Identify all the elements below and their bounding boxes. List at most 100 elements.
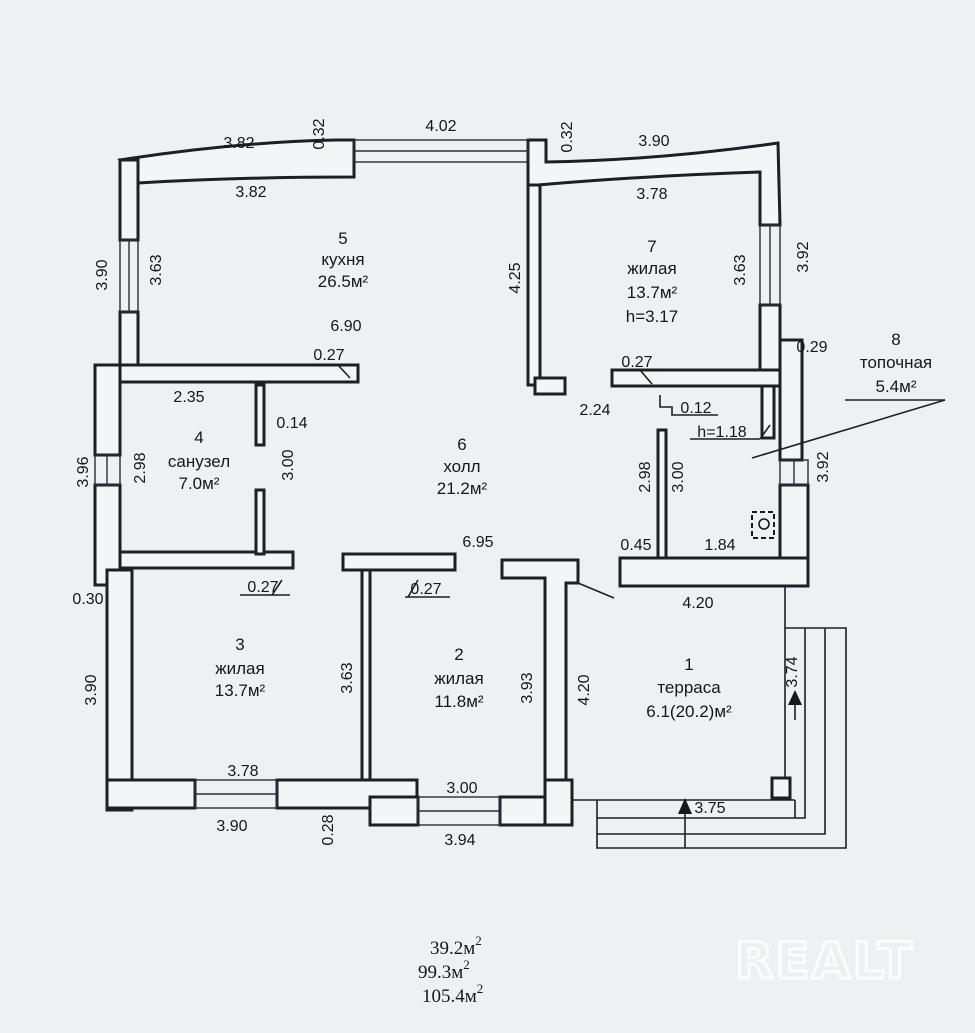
dim-top-wall-left: 0.32 (311, 118, 328, 149)
wall-room7-bottom (610, 368, 784, 388)
dim-hall-partition: 4.25 (507, 262, 524, 293)
wall-hall-stub (533, 376, 567, 396)
dim-boiler-height: h=1.18 (697, 424, 746, 441)
room-1-number: 1 (684, 655, 693, 674)
dim-room2-door: 0.27 (410, 581, 441, 598)
dim-kitchen-depth: 6.90 (330, 318, 361, 335)
room-5-number: 5 (338, 229, 347, 248)
wall-room2-top (341, 552, 457, 572)
room-7-area: 13.7м² (627, 283, 678, 302)
dim-room7-inner-width: 3.78 (636, 186, 667, 203)
dim-top-wall-right: 0.32 (559, 121, 576, 152)
room-8-name: топочная (860, 353, 932, 372)
dim-top-right-outer: 3.90 (638, 133, 669, 150)
room-labels: 5 кухня 26.5м² 7 жилая 13.7м² h=3.17 8 т… (168, 229, 932, 721)
room-6-number: 6 (457, 435, 466, 454)
dim-kitchen-door: 0.27 (313, 347, 344, 364)
room-4-number: 4 (194, 428, 203, 447)
room-8-area: 5.4м² (876, 377, 917, 396)
dim-room7-inner-height: 3.63 (732, 254, 749, 285)
wall-left-upper (118, 158, 140, 242)
wall-bath-bottom (118, 550, 295, 570)
room-2-area: 11.8м² (434, 692, 484, 711)
room-3-number: 3 (235, 635, 244, 654)
dim-left-outer-top: 3.90 (94, 259, 111, 290)
wall-left-lower (105, 568, 134, 812)
dim-room3-door: 0.27 (247, 579, 278, 596)
dim-bath-width: 2.35 (173, 389, 204, 406)
room-6-name: холл (443, 457, 480, 476)
dim-bath-height: 2.98 (132, 452, 149, 483)
dim-bath-partition: 0.14 (276, 415, 307, 432)
dim-boiler-inner-height: 2.98 (637, 461, 654, 492)
dim-room7-door: 0.27 (621, 354, 652, 371)
wall-bottom-left (105, 778, 197, 810)
wall-room2-left (360, 568, 372, 782)
terrace-post (770, 776, 792, 800)
room-3-name: жилая (215, 659, 264, 678)
dimensions-horizontal: 3.82 4.02 3.90 3.82 3.78 6.90 0.27 0.27 … (72, 118, 827, 849)
dim-terrace-side: 3.74 (784, 656, 801, 687)
dim-boiler-door: 0.45 (620, 537, 651, 554)
room-7-number: 7 (647, 237, 656, 256)
total-line-1: 39.2м2 (430, 933, 482, 959)
room-2-name: жилая (434, 669, 483, 688)
room-6-area: 21.2м² (437, 479, 488, 498)
total-line-3: 105.4м2 (422, 981, 483, 1007)
wall-bath-partition-upper (254, 383, 266, 447)
room-5-name: кухня (321, 250, 364, 269)
dim-left-outer-mid: 3.96 (75, 456, 92, 487)
dim-bottom-wall: 0.28 (320, 814, 337, 845)
room-1-name: терраса (657, 678, 721, 697)
wall-bottom-room2-right (543, 778, 574, 827)
wall-bottom-room2 (368, 795, 420, 827)
dim-room3-inner-width: 3.78 (227, 763, 258, 780)
room-7-height: h=3.17 (626, 307, 678, 326)
dim-bottom-mid-outer: 3.94 (444, 832, 475, 849)
room-2-number: 2 (454, 645, 463, 664)
area-totals: 39.2м2 99.3м2 105.4м2 (418, 933, 483, 1007)
dim-right-wall: 0.29 (796, 339, 827, 356)
dim-bottom-left-outer: 3.90 (216, 818, 247, 835)
room-7-name: жилая (627, 259, 676, 278)
dim-right-outer-top: 3.92 (795, 241, 812, 272)
dim-boiler-inner-height2: 3.00 (670, 461, 687, 492)
dim-boiler-niche: 0.12 (680, 400, 711, 417)
dim-hall-height: 3.00 (280, 449, 297, 480)
wall-left-mid (93, 363, 122, 457)
leaders (240, 364, 946, 599)
total-line-2: 99.3м2 (418, 957, 470, 983)
dim-terrace-height: 4.20 (576, 674, 593, 705)
windows (94, 139, 809, 826)
dim-left-wall: 0.30 (72, 591, 103, 608)
watermark-logo: REALT (735, 932, 914, 990)
dimensions-vertical: 0.32 0.32 3.90 3.63 4.25 3.63 3.92 3.96 … (75, 118, 832, 845)
dim-hall-length: 6.95 (462, 534, 493, 551)
room-4-name: санузел (168, 452, 230, 471)
walls (93, 138, 810, 827)
room-3-area: 13.7м² (215, 681, 266, 700)
leader-boiler-label (751, 399, 946, 459)
wall-left-upper2 (118, 310, 140, 374)
dim-room2-height: 3.63 (339, 662, 356, 693)
wall-kitchen-bottom (93, 363, 360, 384)
dim-top-window: 4.02 (425, 118, 456, 135)
room-8-number: 8 (891, 330, 900, 349)
dim-room2-height2: 3.93 (519, 672, 536, 703)
dim-left-outer-bottom: 3.90 (83, 674, 100, 705)
dim-terrace-width: 4.20 (682, 595, 713, 612)
dim-kitchen-inner-width: 3.82 (235, 184, 266, 201)
room-4-area: 7.0м² (179, 474, 220, 493)
wall-hall-left (526, 183, 542, 387)
dim-room2-inner-width: 3.00 (446, 780, 477, 797)
terrace-steps (596, 627, 847, 849)
dim-boiler-width: 1.84 (704, 537, 735, 554)
room-5-area: 26.5м² (318, 272, 369, 291)
dim-right-outer-mid: 3.92 (815, 451, 832, 482)
dim-top-left-outer: 3.82 (223, 135, 254, 152)
dim-hall-width: 2.24 (579, 402, 610, 419)
arrow-head-front (678, 798, 692, 814)
room-1-area: 6.1(20.2)м² (646, 702, 732, 721)
wall-boiler-partition (656, 428, 668, 560)
